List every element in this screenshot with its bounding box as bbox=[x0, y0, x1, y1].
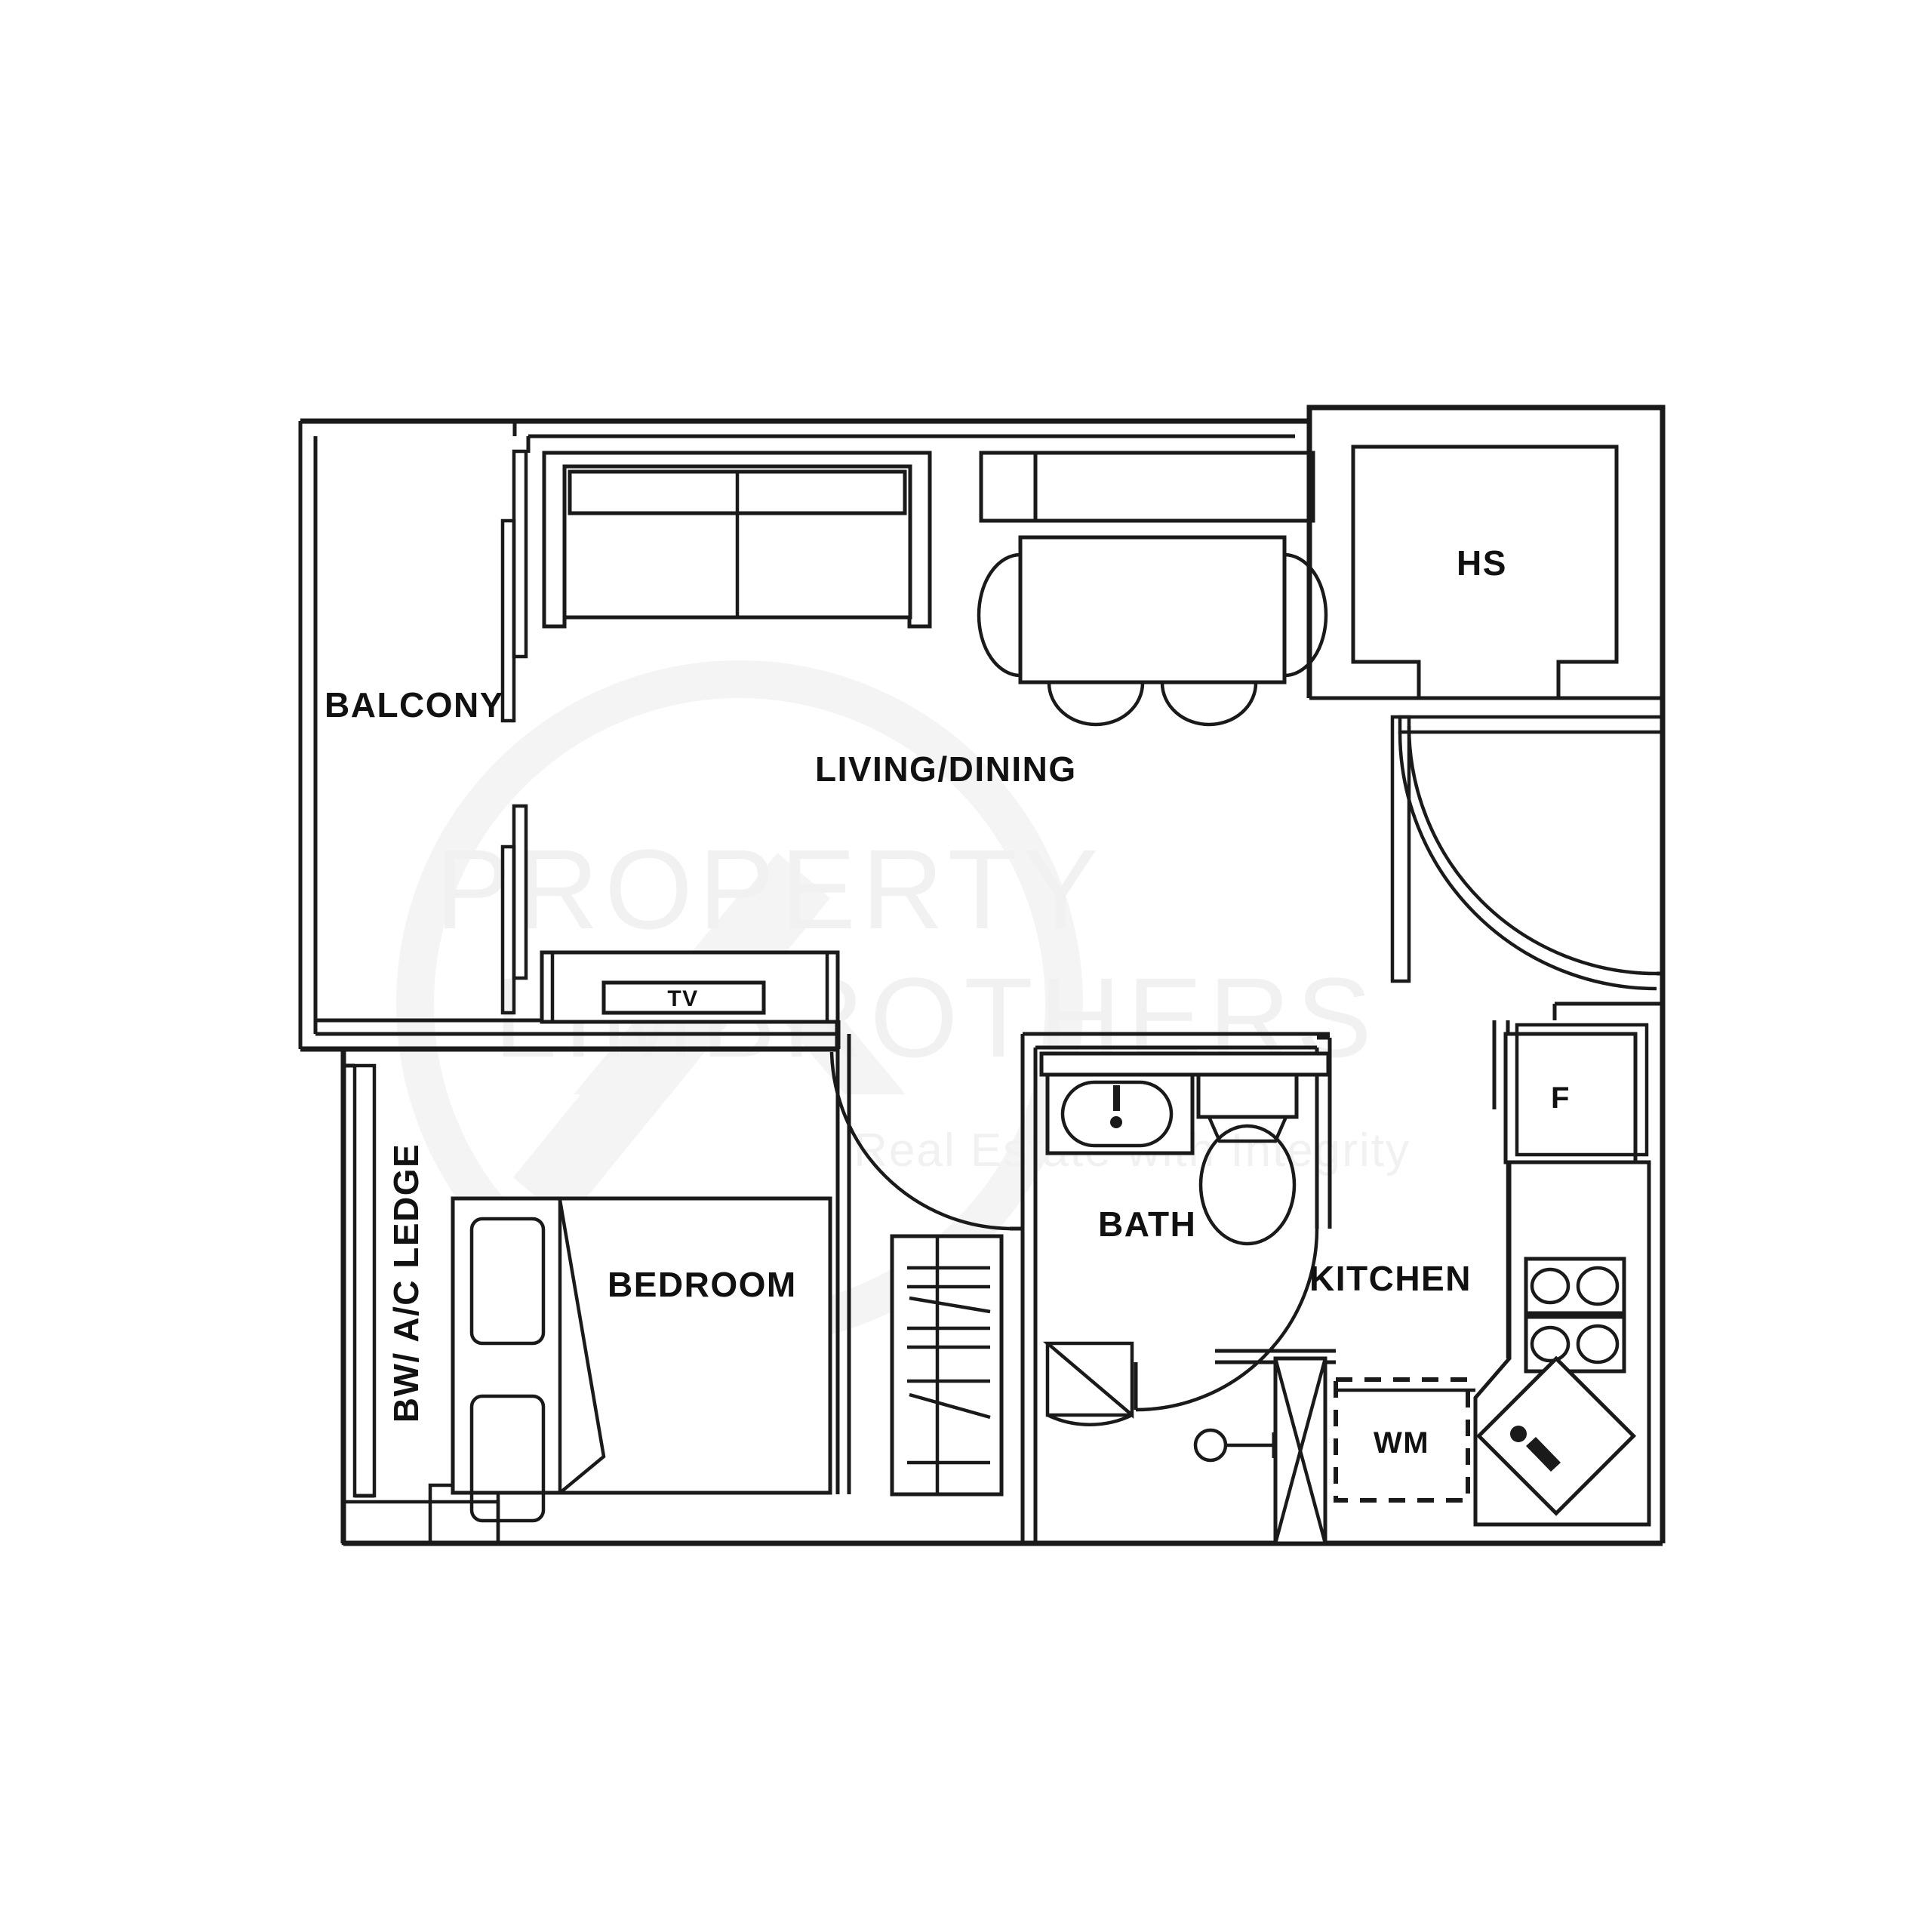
kitchen-sink bbox=[1475, 1355, 1637, 1516]
toilet-bowl bbox=[1196, 1072, 1299, 1246]
bedroom-room bbox=[451, 1051, 1023, 1523]
fridge bbox=[1503, 1023, 1649, 1164]
washing-machine bbox=[1334, 1377, 1475, 1503]
room-labels: BALCONY LIVING/DINING HS BEDROOM BATH KI… bbox=[325, 543, 1507, 1423]
interior-walls bbox=[343, 1020, 1510, 1543]
label-tv: TV bbox=[667, 986, 698, 1011]
watermark-line1: PROPERTY bbox=[435, 826, 1104, 952]
dining-set bbox=[977, 535, 1328, 727]
label-bath: BATH bbox=[1098, 1204, 1196, 1244]
wash-basin bbox=[1060, 1080, 1174, 1148]
fixture-labels: TV F WM bbox=[667, 986, 1571, 1460]
balcony-sliding-doors[interactable] bbox=[500, 449, 528, 1015]
tv-console bbox=[540, 950, 840, 1024]
label-living-dining: LIVING/DINING bbox=[815, 749, 1077, 789]
vanity-counter bbox=[1039, 1051, 1331, 1155]
outer-walls bbox=[298, 405, 1666, 1546]
label-balcony: BALCONY bbox=[325, 685, 504, 724]
household-shelter-room bbox=[1306, 421, 1663, 700]
label-ac-ledge: BW/ A/C LEDGE bbox=[386, 1143, 426, 1423]
label-household-shelter: HS bbox=[1457, 543, 1507, 583]
shower-tap bbox=[1193, 1428, 1276, 1463]
wardrobe bbox=[890, 1234, 1004, 1497]
bath-room bbox=[1039, 1051, 1331, 1546]
label-fridge: F bbox=[1551, 1081, 1571, 1115]
shower-screen bbox=[1273, 1356, 1327, 1546]
living-dining-room bbox=[528, 434, 1663, 1024]
label-bedroom: BEDROOM bbox=[608, 1265, 797, 1304]
kitchen-room bbox=[1334, 1023, 1651, 1527]
cooker-hob bbox=[1524, 1257, 1626, 1374]
shower-tray bbox=[1042, 1341, 1134, 1426]
tv-unit bbox=[601, 980, 766, 1015]
bed bbox=[451, 1196, 832, 1523]
console-unit bbox=[979, 451, 1315, 523]
bedroom-door[interactable] bbox=[829, 1051, 1023, 1231]
label-washing-machine: WM bbox=[1374, 1426, 1429, 1460]
label-kitchen: KITCHEN bbox=[1309, 1259, 1472, 1298]
dining-table bbox=[1018, 535, 1287, 685]
sofa bbox=[542, 451, 932, 629]
bath-door[interactable] bbox=[1134, 1228, 1319, 1412]
main-entrance-door[interactable] bbox=[1390, 715, 1665, 991]
